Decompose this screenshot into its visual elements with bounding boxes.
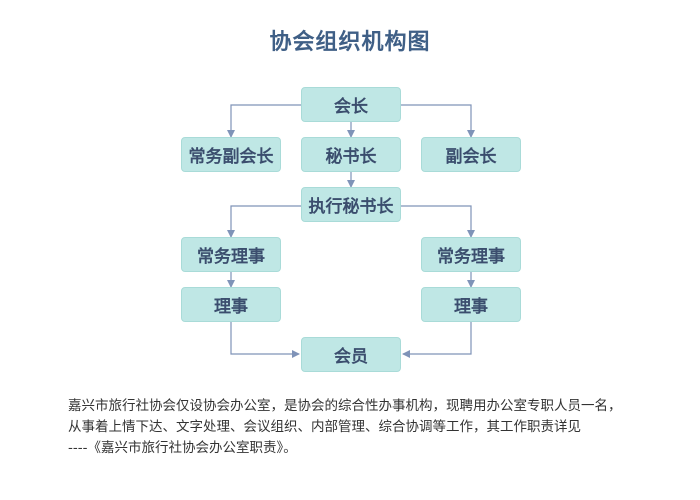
node-executive-vice-president: 常务副会长 (181, 137, 281, 172)
node-executive-director-left: 常务理事 (181, 237, 281, 272)
description-paragraph: 嘉兴市旅行社协会仅设协会办公室，是协会的综合性办事机构，现聘用办公室专职人员一名… (68, 396, 648, 459)
connector-president-to-vice-president (401, 104, 475, 138)
description-line-1: 嘉兴市旅行社协会仅设协会办公室，是协会的综合性办事机构，现聘用办公室专职人员一名… (68, 398, 622, 414)
description-line-3: ----《嘉兴市旅行社协会办公室职责》。 (68, 440, 297, 456)
node-member: 会员 (301, 337, 401, 372)
connector-left-director-to-member (230, 322, 300, 358)
node-executive-secretary-general: 执行秘书长 (301, 187, 401, 222)
connector-executive-secretary-to-right-executive-director (401, 205, 475, 238)
description-line-2: 从事着上情下达、文字处理、会议组织、内部管理、综合协调等工作，其工作职责详见 (68, 419, 581, 435)
node-executive-director-right: 常务理事 (421, 237, 521, 272)
connector-executive-secretary-to-left-executive-director (227, 205, 301, 238)
connector-president-to-executive-vice-president (227, 104, 301, 138)
node-director-left: 理事 (181, 287, 281, 322)
node-secretary-general: 秘书长 (301, 137, 401, 172)
connector-right-director-to-member (402, 322, 472, 358)
node-vice-president: 副会长 (421, 137, 521, 172)
page-title: 协会组织机构图 (269, 30, 431, 55)
node-director-right: 理事 (421, 287, 521, 322)
node-president: 会长 (301, 87, 401, 122)
